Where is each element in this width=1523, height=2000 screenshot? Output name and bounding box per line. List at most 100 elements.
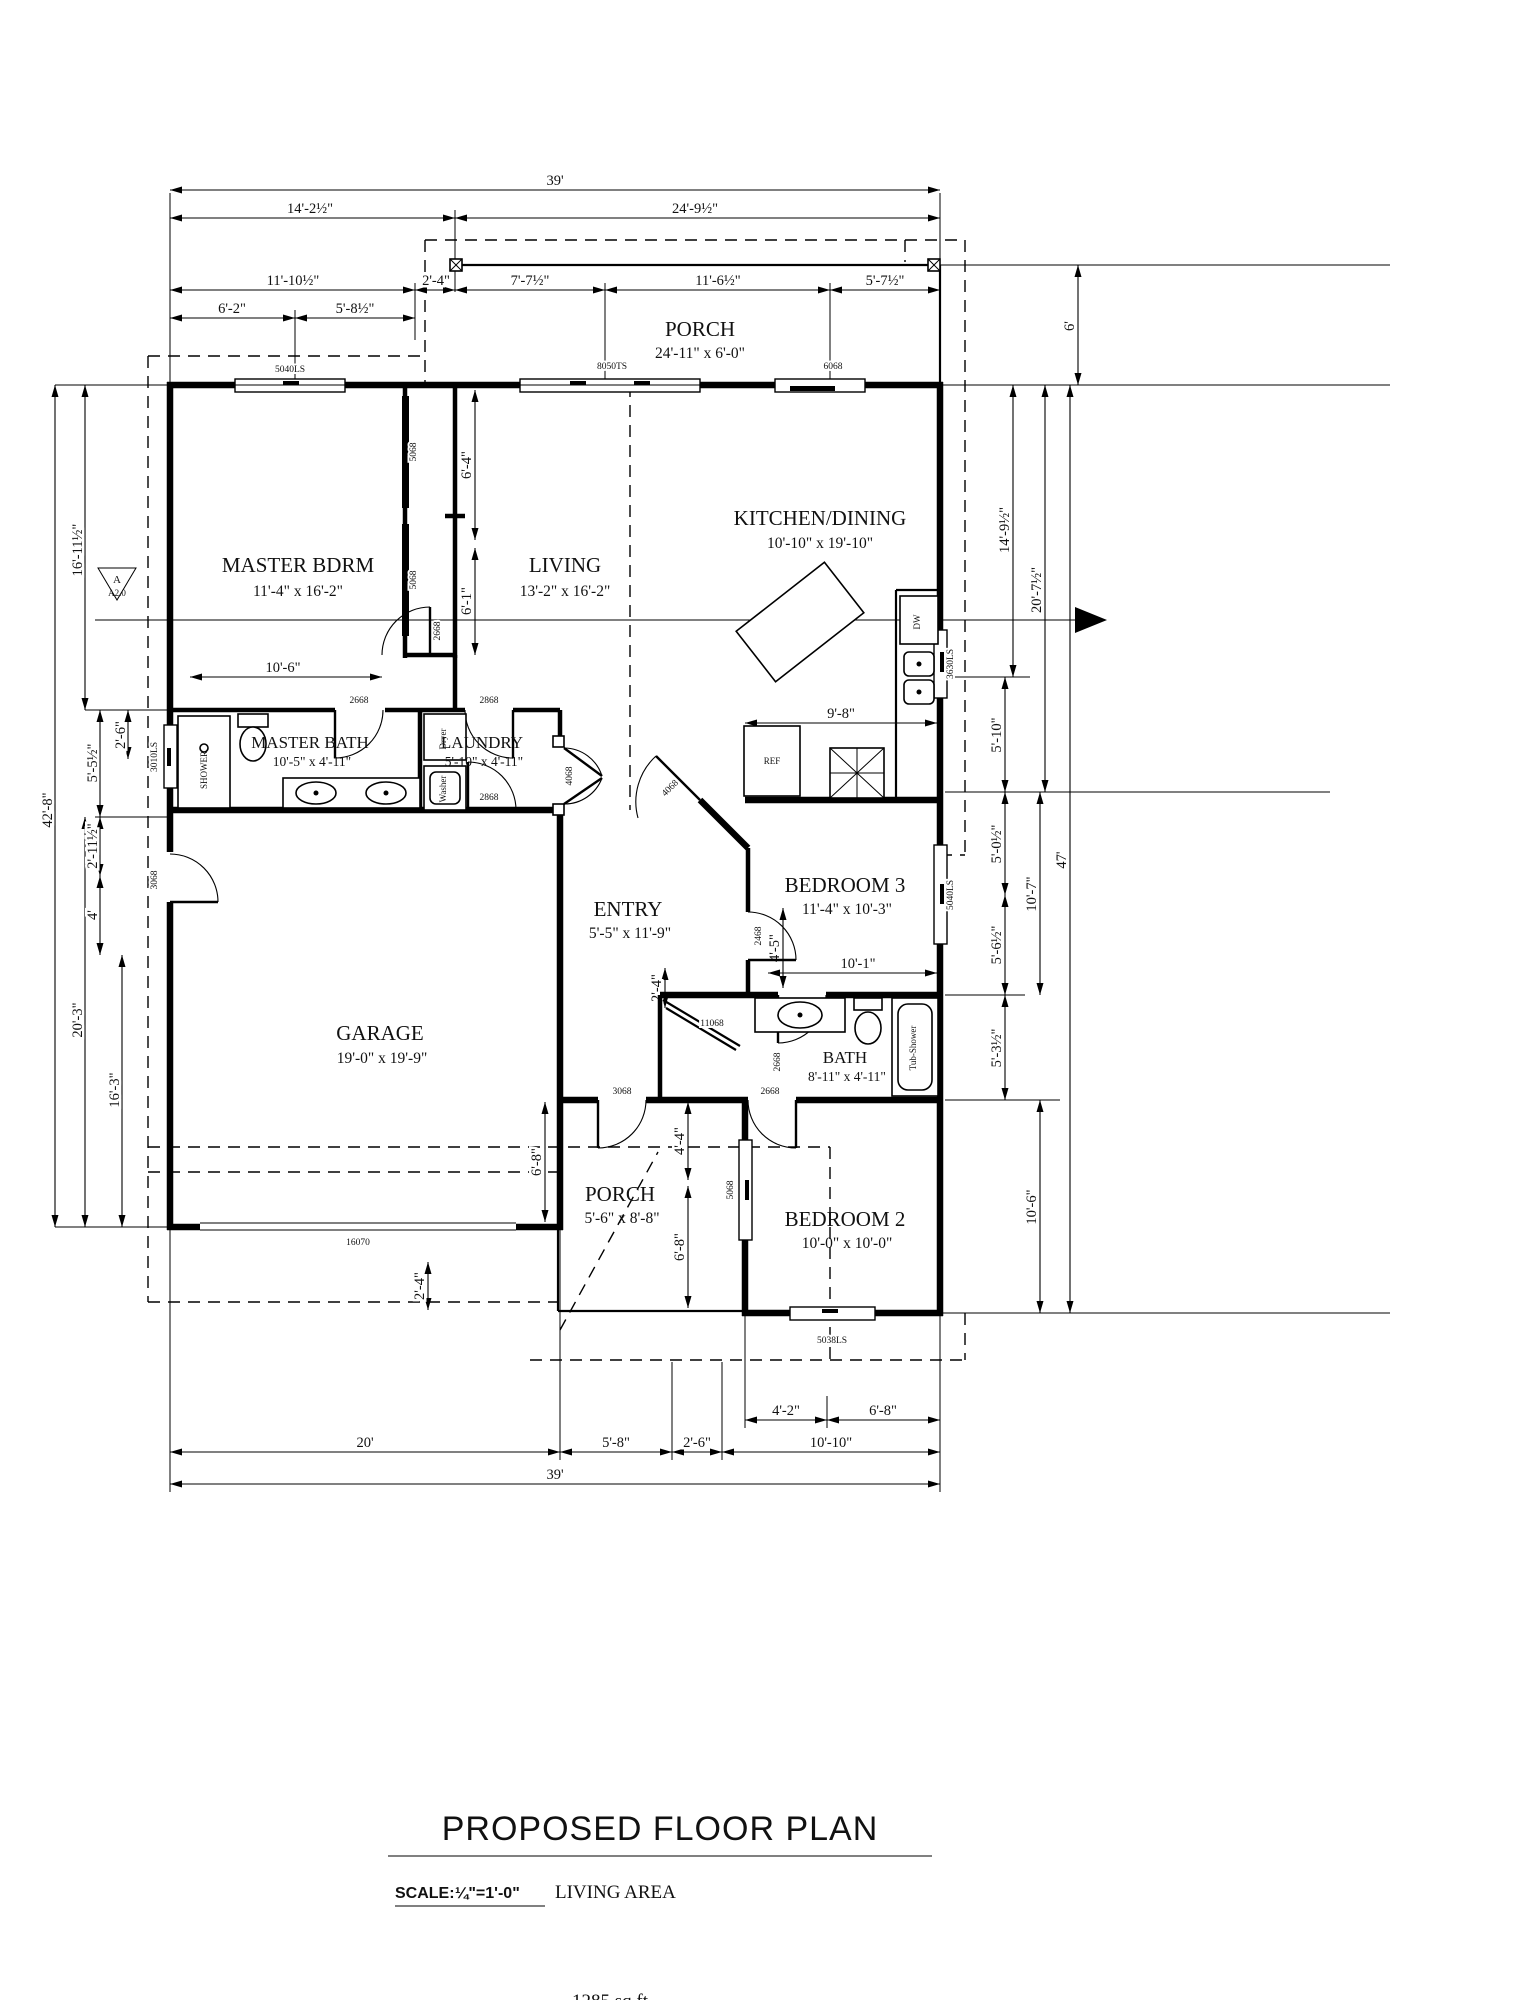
- room-size: 10'-5" x 4'-11": [273, 754, 351, 769]
- dim-label: 4'-5": [767, 934, 783, 962]
- door-label: 5068: [409, 442, 419, 461]
- dim-label: 5'-5½": [85, 744, 101, 783]
- dim-label: 20'-7½": [1029, 567, 1045, 613]
- room-label-bedroom2: BEDROOM 2: [785, 1207, 906, 1231]
- section-arrow: [1075, 607, 1107, 633]
- room-size: 5'-10" x 4'-11": [445, 754, 523, 769]
- dim-label: 20'-3": [70, 1002, 86, 1037]
- dim-label: 2'-4": [412, 1272, 428, 1300]
- window-label: 3630LS: [946, 649, 956, 679]
- windows: [163, 378, 948, 1321]
- toilet-tank: [237, 713, 269, 728]
- section-marker-triangle: [97, 567, 137, 601]
- door-4068-kitchen-hall: [635, 755, 701, 819]
- dim-label: 5'-10": [989, 717, 1005, 752]
- dim-label: 16'-11½": [70, 524, 86, 577]
- dim-label: 7'-7½": [511, 273, 550, 289]
- room-size: 8'-11" x 4'-11": [808, 1069, 886, 1084]
- door-label: 2668: [433, 621, 443, 640]
- door-label: 2668: [350, 696, 369, 706]
- room-size: 11'-4" x 16'-2": [253, 583, 343, 600]
- dim-label: 6': [1062, 321, 1078, 331]
- exterior-walls: [166, 381, 944, 1317]
- dim-label: 2'-11½": [85, 823, 101, 869]
- door-label: 2468: [754, 926, 764, 945]
- dim-label: 6'-8": [869, 1403, 897, 1419]
- room-label-porch: PORCH: [665, 317, 735, 341]
- toilet: [239, 726, 267, 762]
- closet-bifold-door: [402, 524, 409, 636]
- dim-label: 5'-7½": [866, 273, 905, 289]
- room-size: 13'-2" x 16'-2": [520, 583, 611, 600]
- tub-label: Tub-Shower: [908, 1026, 918, 1071]
- window-label: 8050TS: [597, 362, 627, 372]
- window-label: 5068: [726, 1180, 736, 1199]
- door-label: 6068: [824, 362, 843, 372]
- room-label-garage: GARAGE: [336, 1021, 424, 1045]
- dim-label: 6'-2": [218, 301, 246, 317]
- dim-label: 11'-6½": [695, 273, 741, 289]
- fridge-label: REF: [764, 756, 781, 766]
- fixtures: [177, 561, 940, 1097]
- dim-label: 10'-6": [265, 660, 300, 676]
- window-5040ls-bed3: [933, 844, 948, 945]
- dim-label: 4'-4": [672, 1127, 688, 1155]
- dryer-label: Dryer: [438, 729, 448, 750]
- refrigerator: [743, 725, 801, 797]
- dim-label: 6'-1": [459, 587, 475, 615]
- door-label: 11068: [700, 1019, 724, 1029]
- door-4068-front: [552, 735, 603, 816]
- window-3010ls-bath: [163, 724, 178, 789]
- shower-stall: [177, 715, 231, 809]
- living-area-label: LIVING AREA: [555, 1882, 676, 1903]
- dim-label: 16'-3": [107, 1072, 123, 1107]
- scale-value: ¼"=1'-0": [455, 1885, 520, 1902]
- room-size: 11'-4" x 10'-3": [802, 901, 892, 918]
- dim-label: 5'-0½": [989, 825, 1005, 864]
- dryer: [423, 713, 467, 761]
- dim-label: 5'-3½": [989, 1029, 1005, 1068]
- title-block: PROPOSED FLOOR PLAN SCALE: ¼"=1'-0" LIVI…: [388, 1810, 932, 2000]
- dimension-lines: [51, 186, 1082, 1488]
- garage-door-label: 16070: [346, 1238, 370, 1248]
- room-size: 10'-10" x 19'-10": [767, 535, 873, 552]
- dimension-labels: 39' 14'-2½" 24'-9½" 11'-10½" 2'-4" 7'-7½…: [38, 171, 1081, 1486]
- dim-label: 2'-6": [683, 1435, 711, 1451]
- door-label: 2668: [773, 1052, 783, 1071]
- dim-label: 4'-2": [772, 1403, 800, 1419]
- page-title: PROPOSED FLOOR PLAN: [442, 1810, 879, 1848]
- room-label-living: LIVING: [529, 553, 601, 577]
- window-label: 3010LS: [150, 742, 160, 772]
- dishwasher-label: DW: [912, 614, 922, 629]
- dim-label: 9'-8": [827, 706, 855, 722]
- room-label-master-bdrm: MASTER BDRM: [222, 553, 375, 577]
- window-label: 5038LS: [817, 1336, 847, 1346]
- window-8050ts-living: [519, 378, 701, 393]
- toilet2: [854, 1011, 882, 1045]
- dim-label: 20': [356, 1435, 373, 1451]
- room-size: 5'-6" x 8'-8": [584, 1210, 659, 1227]
- dim-label: 6'-8": [529, 1148, 545, 1176]
- room-label-entry: ENTRY: [594, 897, 663, 921]
- room-size: 24'-11" x 6'-0": [655, 345, 745, 362]
- door-label: 4068: [565, 766, 575, 785]
- toilet2-tank: [853, 997, 883, 1011]
- living-area-value: 1285 sq ft: [572, 1991, 649, 2000]
- dim-label: 10'-7": [1024, 876, 1040, 911]
- dim-label: 5'-6½": [989, 926, 1005, 965]
- extension-lines: [55, 193, 1390, 1492]
- door-label: 3068: [613, 1087, 632, 1097]
- door-label: 5068: [409, 570, 419, 589]
- door-label: 4068: [660, 778, 681, 799]
- fixture-labels: SHOWER Dryer Washer REF DW Tub-Shower: [199, 614, 922, 1070]
- room-label-bath: BATH: [823, 1048, 867, 1067]
- room-size: 5'-5" x 11'-9": [589, 925, 671, 942]
- window-5040ls-master: [234, 378, 346, 393]
- dim-label: 14'-9½": [997, 507, 1013, 553]
- dim-label: 42'-8": [40, 792, 56, 827]
- dim-label: 2'-6": [113, 721, 129, 749]
- dim-label: 14'-2½": [287, 201, 333, 217]
- washer-label: Washer: [438, 776, 448, 803]
- room-label-laundry: LAUNDRY: [441, 733, 523, 752]
